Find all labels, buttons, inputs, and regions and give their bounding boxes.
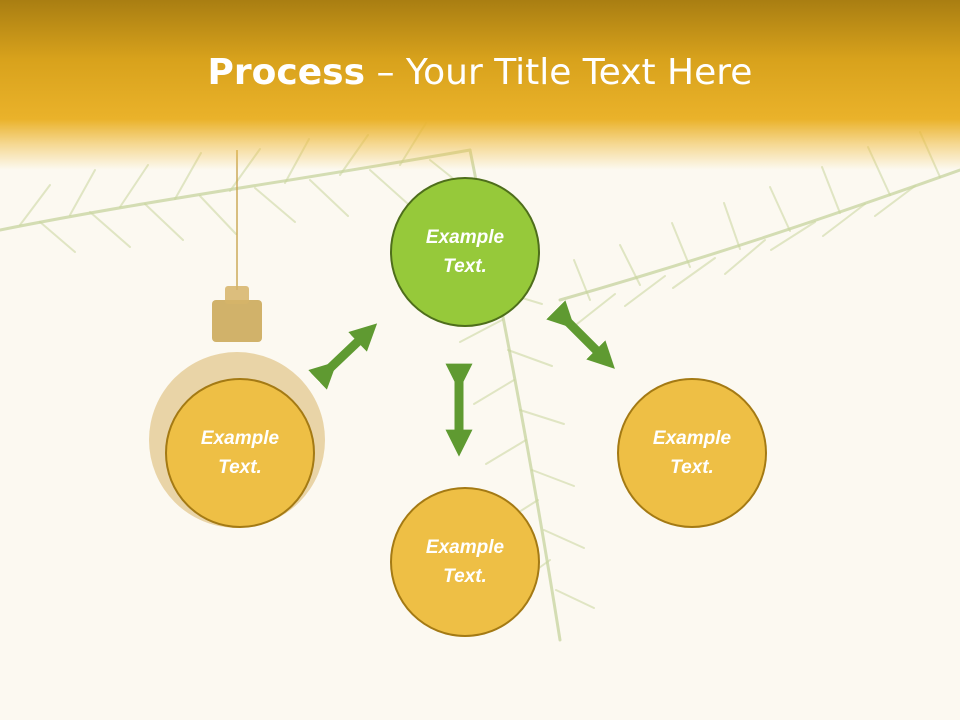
process-node-center: Example Text. <box>390 177 540 327</box>
title-bold: Process <box>207 52 366 93</box>
title-band <box>0 0 960 170</box>
arrow-center-right <box>546 300 615 369</box>
node-bottom-label: Example Text. <box>425 537 505 587</box>
arrow-center-left <box>308 323 378 390</box>
process-node-right: Example Text. <box>617 378 767 528</box>
process-node-bottom: Example Text. <box>390 487 540 637</box>
node-center-label: Example Text. <box>425 227 505 277</box>
process-node-left: Example Text. <box>165 378 315 528</box>
node-left-label: Example Text. <box>200 428 280 478</box>
node-right-label: Example Text. <box>652 428 732 478</box>
page-title: Process – Your Title Text Here <box>0 52 960 93</box>
title-rest: – Your Title Text Here <box>365 52 753 93</box>
